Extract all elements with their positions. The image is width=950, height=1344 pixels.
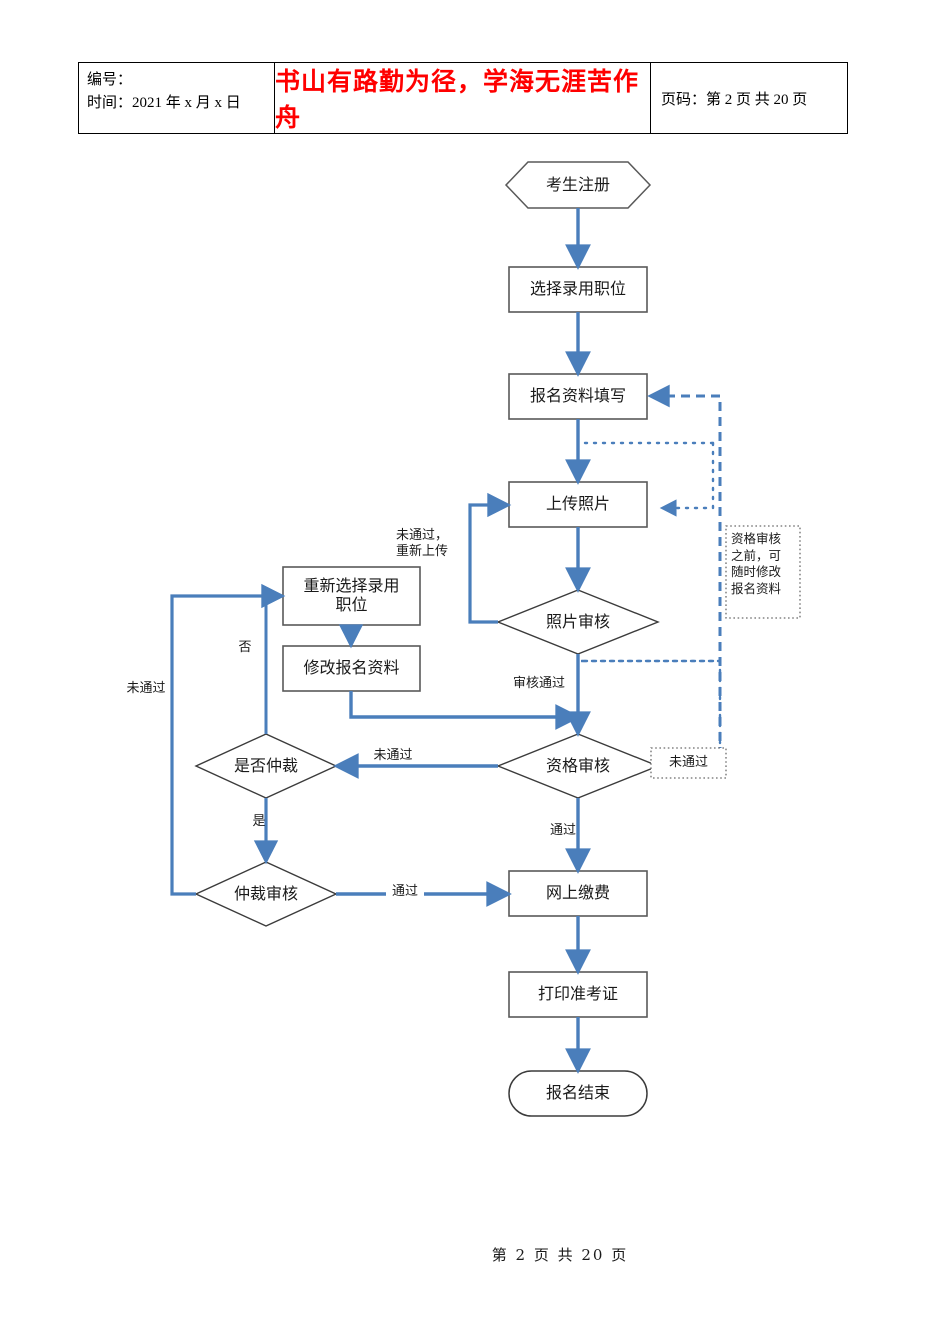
node-shape-registration-end xyxy=(508,1070,648,1117)
node-shape-reselect-position xyxy=(282,566,421,626)
edge-label-qualification-fail-left: 未通过 xyxy=(365,748,421,765)
footer-page-number: 第 2 页 共 20 页 xyxy=(491,1246,629,1264)
note-connector-to-upload-photo xyxy=(659,441,715,517)
edge-qualification-fail-back-to-fill-dashed xyxy=(647,384,722,768)
note-box-border xyxy=(725,525,801,619)
page-footer: 第 2 页 共 20 页 xyxy=(0,1244,950,1265)
edge-label-arbitration-review-pass: 通过 xyxy=(386,884,424,901)
note-text-modify-before-qualification: 资格审核 之前，可 随时修改 报名资料 xyxy=(731,531,782,596)
header-slogan-text: 书山有路勤为径，学海无涯苦作舟 xyxy=(275,67,640,132)
edge-label-arbitration-yes: 是 xyxy=(252,814,266,829)
edge-label-qualification-pass: 通过 xyxy=(549,823,576,838)
header-page-cell: 页码：第 2 页 共 20 页 xyxy=(651,63,847,133)
edge-modify-to-qualification xyxy=(349,691,581,730)
edge-label-arbitration-no: 否 xyxy=(238,640,252,655)
node-shape-qualification-review xyxy=(496,733,660,799)
header-slogan-cell: 书山有路勤为径，学海无涯苦作舟 xyxy=(275,63,651,133)
flowchart-svg xyxy=(170,161,801,1117)
page-header-banner: 编号： 时间：2021 年 x 月 x 日 书山有路勤为径，学海无涯苦作舟 页码… xyxy=(78,62,848,134)
edge-label-arbitration-review-fail: 未通过 xyxy=(126,681,166,696)
edge-label-photo-review-pass: 审核通过 xyxy=(512,676,565,691)
node-shape-upload-photo xyxy=(508,481,648,528)
edge-label-photo-fail-reupload: 未通过， 重新上传 xyxy=(396,528,449,560)
node-shape-online-payment xyxy=(508,870,648,917)
header-time-label: 时间：2021 年 x 月 x 日 xyxy=(87,94,241,111)
header-serial-label: 编号： xyxy=(87,72,133,88)
node-shape-candidate-register xyxy=(504,161,652,209)
node-shape-select-position xyxy=(508,266,648,313)
edge-label-box-qualification-fail xyxy=(650,747,727,779)
edge-label-qualification-fail-right: 未通过 xyxy=(668,755,708,770)
edge-photoreview-fail-to-upload xyxy=(468,492,512,624)
header-page-number-text: 页码：第 2 页 共 20 页 xyxy=(661,91,808,108)
node-shape-photo-review xyxy=(496,589,660,655)
header-left-cell: 编号： 时间：2021 年 x 月 x 日 xyxy=(79,63,275,133)
edge-arbitration-decision-no-to-reselect xyxy=(262,584,285,734)
node-shape-print-admission-ticket xyxy=(508,971,648,1018)
node-shape-arbitration-decision xyxy=(194,733,338,799)
edge-arbitration-review-fail-to-reselect xyxy=(170,583,286,896)
node-shape-modify-application xyxy=(282,645,421,692)
node-shape-fill-application xyxy=(508,373,648,420)
node-shape-arbitration-review xyxy=(194,861,338,927)
flowchart-canvas: 考生注册 选择录用职位 报名资料填写 上传照片 照片审核 重新选择录用 职位 修… xyxy=(0,140,950,1150)
